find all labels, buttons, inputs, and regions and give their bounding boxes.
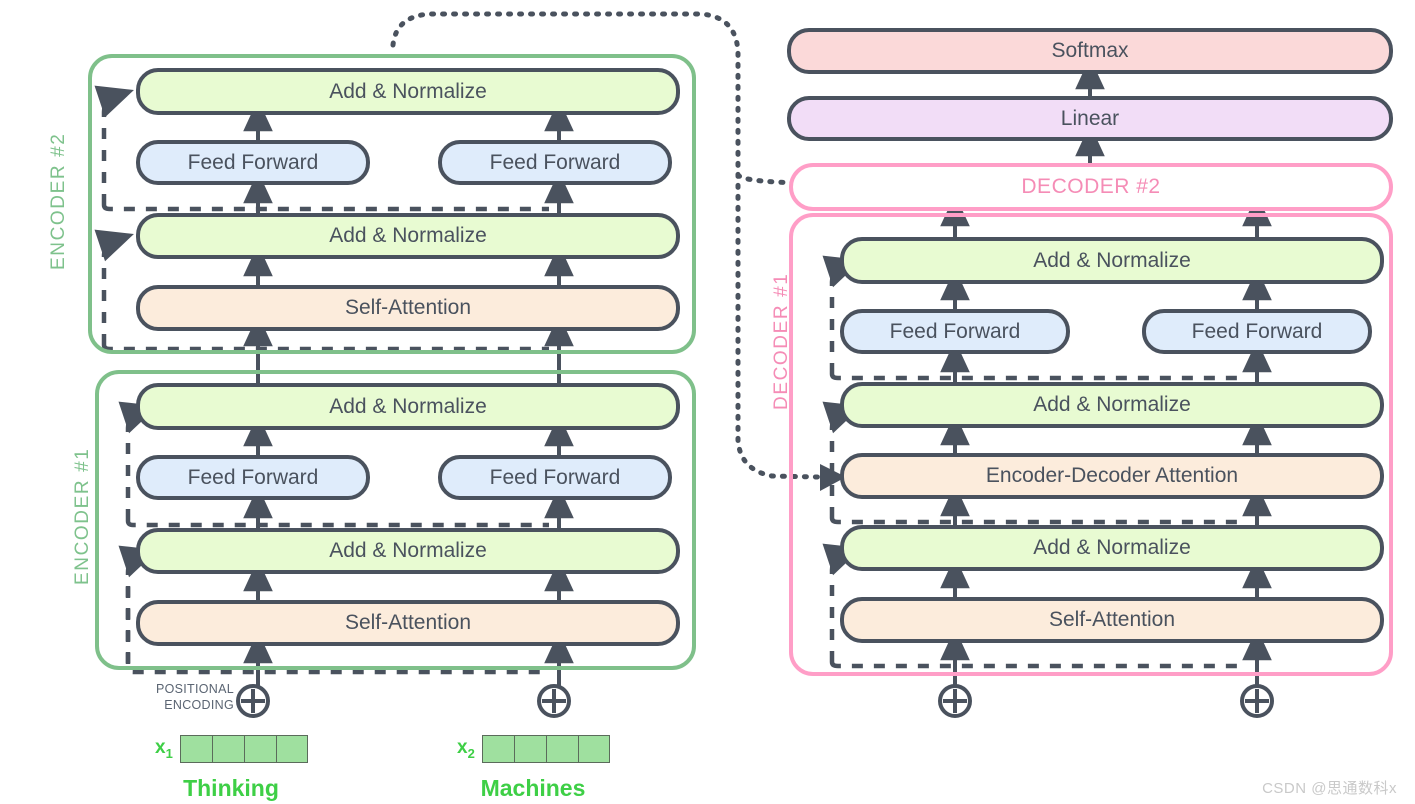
decoder1-feed-forward-right[interactable]: Feed Forward: [1142, 309, 1372, 354]
decoder-2-label: DECODER #2: [1021, 175, 1161, 198]
encoder2-feed-forward-right[interactable]: Feed Forward: [438, 140, 672, 185]
encoder1-feed-forward-left[interactable]: Feed Forward: [136, 455, 370, 500]
input-token-2: x2 Machines: [457, 735, 613, 802]
embedding-cell: [513, 735, 546, 763]
softmax-layer[interactable]: Softmax: [787, 28, 1393, 74]
encoder2-add-normalize-bottom[interactable]: Add & Normalize: [136, 213, 680, 259]
encoder2-add-normalize-top[interactable]: Add & Normalize: [136, 68, 680, 115]
decoder1-add-normalize-mid[interactable]: Add & Normalize: [840, 382, 1384, 428]
decoder-1-container: [789, 213, 1393, 676]
encoder-1-container: [95, 370, 696, 670]
embedding-cell: [481, 735, 514, 763]
encoder1-add-normalize-top[interactable]: Add & Normalize: [136, 383, 680, 430]
decoder-1-label: DECODER #1: [771, 272, 792, 410]
embedding-cell: [577, 735, 610, 763]
decoder1-self-attention[interactable]: Self-Attention: [840, 597, 1384, 643]
embedding-cell: [211, 735, 244, 763]
encoder1-add-normalize-bottom[interactable]: Add & Normalize: [136, 528, 680, 574]
encoder-2-container: [88, 54, 696, 354]
encoder2-self-attention[interactable]: Self-Attention: [136, 285, 680, 331]
token-1-index: 1: [165, 745, 173, 761]
token-1-tag: x1: [155, 737, 173, 761]
watermark: CSDN @思通数科x: [1262, 780, 1397, 797]
embedding-cell: [179, 735, 212, 763]
decoder1-add-normalize-bottom[interactable]: Add & Normalize: [840, 525, 1384, 571]
linear-layer[interactable]: Linear: [787, 96, 1393, 141]
positional-encoding-label: POSITIONAL ENCODING: [134, 682, 234, 713]
input-token-1: x1 Thinking: [155, 735, 311, 802]
encoder-2-label: ENCODER #2: [48, 132, 69, 270]
decoder1-feed-forward-left[interactable]: Feed Forward: [840, 309, 1070, 354]
token-1-embedding-cells: [179, 735, 308, 763]
token-1-word: Thinking: [183, 775, 279, 801]
token-2-embedding-cells: [481, 735, 610, 763]
positional-encoding-line-2: ENCODING: [164, 697, 234, 712]
token-2-tag: x2: [457, 737, 475, 761]
encoder1-feed-forward-right[interactable]: Feed Forward: [438, 455, 672, 500]
embedding-cell: [275, 735, 308, 763]
embedding-cell: [545, 735, 578, 763]
decoder1-add-normalize-top[interactable]: Add & Normalize: [840, 237, 1384, 284]
encoder2-feed-forward-left[interactable]: Feed Forward: [136, 140, 370, 185]
plus-circle-icons: [236, 684, 1274, 718]
decoder-2-container[interactable]: DECODER #2: [789, 163, 1393, 211]
embedding-cell: [243, 735, 276, 763]
positional-encoding-line-1: POSITIONAL: [155, 682, 234, 696]
token-2-index: 2: [467, 745, 475, 761]
token-2-word: Machines: [480, 775, 586, 801]
encoder1-self-attention[interactable]: Self-Attention: [136, 600, 680, 646]
encoder-1-label: ENCODER #1: [72, 447, 93, 585]
decoder1-encoder-decoder-attention[interactable]: Encoder-Decoder Attention: [840, 453, 1384, 499]
